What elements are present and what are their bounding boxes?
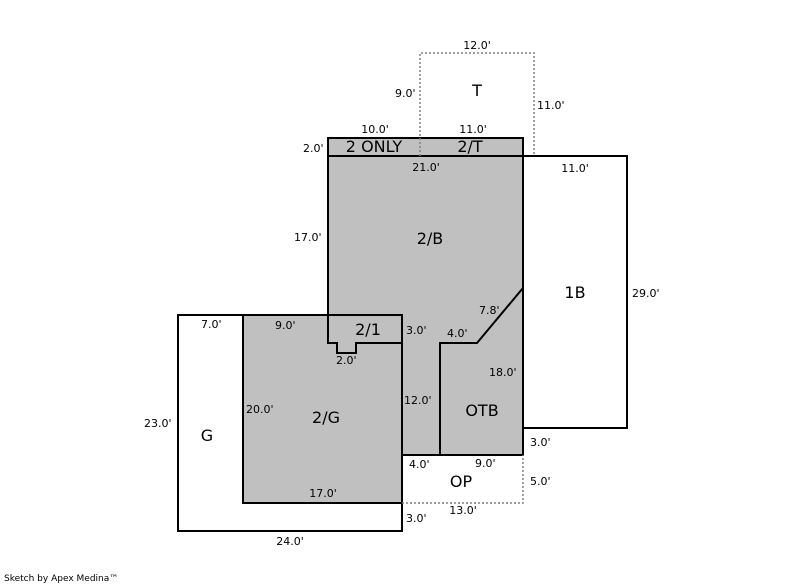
dim-op-left-top: 4.0' xyxy=(409,458,430,471)
sketch-credit: Sketch by Apex Medina™ xyxy=(4,574,119,584)
dim-notch: 2.0' xyxy=(336,354,357,367)
dim-2g-bottom: 17.0' xyxy=(309,487,337,500)
label-t: T xyxy=(471,81,482,100)
label-otb: OTB xyxy=(465,401,498,420)
dim-t-top: 12.0' xyxy=(463,39,491,52)
dim-1b-top: 11.0' xyxy=(561,162,589,175)
dim-hall: 12.0' xyxy=(404,394,432,407)
area-op-outline xyxy=(402,455,524,504)
dim-1b-bottom: 3.0' xyxy=(530,436,551,449)
dim-op-right: 5.0' xyxy=(530,475,551,488)
area-t-outline xyxy=(419,52,535,156)
dim-op-bottom: 13.0' xyxy=(449,504,477,517)
label-g: G xyxy=(201,426,213,445)
dim-21-top: 9.0' xyxy=(275,319,296,332)
label-1b: 1B xyxy=(564,283,585,302)
dim-g-top: 7.0' xyxy=(201,318,222,331)
dim-t-right: 11.0' xyxy=(537,99,565,112)
dim-op-top: 9.0' xyxy=(475,457,496,470)
dim-1b-right: 29.0' xyxy=(632,287,660,300)
label-2-only: 2 ONLY xyxy=(346,137,403,156)
dim-t-left: 9.0' xyxy=(395,87,416,100)
dim-otb-top: 4.0' xyxy=(447,327,468,340)
dim-b-top: 21.0' xyxy=(412,161,440,174)
label-21: 2/1 xyxy=(355,320,381,339)
dim-2t-top: 11.0' xyxy=(459,123,487,136)
dimension-labels: 12.0' 9.0' 11.0' 10.0' 11.0' 2.0' 21.0' … xyxy=(144,39,660,548)
dim-b-left: 17.0' xyxy=(294,231,322,244)
area-1b-outline xyxy=(522,155,628,429)
dim-g-step: 3.0' xyxy=(406,512,427,525)
dim-g-bottom: 24.0' xyxy=(276,535,304,548)
area-21-outline xyxy=(327,314,403,354)
dim-diag: 7.8' xyxy=(479,304,500,317)
dim-strip-left: 2.0' xyxy=(303,142,324,155)
label-2t: 2/T xyxy=(457,137,483,156)
dim-g-left: 23.0' xyxy=(144,417,172,430)
dim-2g-left: 20.0' xyxy=(246,403,274,416)
label-2g: 2/G xyxy=(312,408,340,427)
area-otb-outline xyxy=(439,285,524,456)
label-2b: 2/B xyxy=(417,229,444,248)
dim-2only-top: 10.0' xyxy=(361,123,389,136)
area-2g-outline xyxy=(242,314,403,504)
dim-otb-right: 18.0' xyxy=(489,366,517,379)
label-op: OP xyxy=(450,472,473,491)
dim-21-right: 3.0' xyxy=(406,324,427,337)
